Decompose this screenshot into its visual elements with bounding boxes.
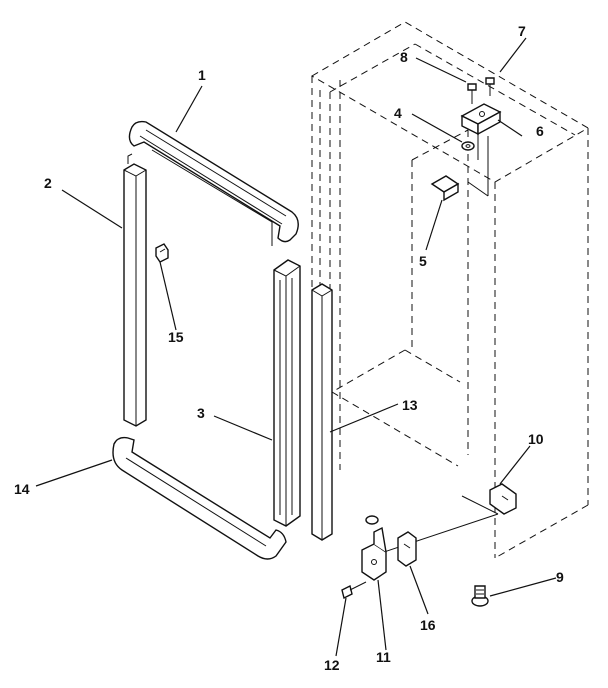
bottom-hinge-washer (365, 515, 379, 525)
part-label-2: 2 (44, 175, 52, 191)
hinge-guide-line (467, 181, 489, 197)
part-label-9: 9 (556, 569, 564, 585)
part-label-14: 14 (14, 481, 30, 497)
right-door-trim (273, 259, 301, 527)
part-label-10: 10 (528, 431, 544, 447)
cabinet-bracket (430, 175, 460, 202)
bottom-hinge-bracket (489, 483, 517, 515)
door-clip (155, 243, 169, 263)
hinge-axis-line (371, 513, 499, 557)
door-panel-edge (151, 149, 273, 246)
hinge-screws-top (467, 77, 495, 104)
part-label-12: 12 (324, 657, 340, 673)
leveling-leg (471, 585, 489, 607)
leader-lines (35, 37, 557, 657)
part-label-3: 3 (197, 405, 205, 421)
part-label-5: 5 (419, 253, 427, 269)
hinge-washer-hole (465, 144, 471, 148)
part-label-15: 15 (168, 329, 184, 345)
part-label-11: 11 (376, 649, 391, 665)
part-label-13: 13 (402, 397, 418, 413)
hinge-spacer-bracket (397, 531, 417, 567)
bottom-hinge (361, 526, 387, 581)
bottom-door-trim (112, 436, 287, 560)
part-label-1: 1 (198, 67, 206, 83)
door-gasket-strip (311, 283, 333, 541)
part-label-6: 6 (536, 123, 544, 139)
part-label-4: 4 (394, 105, 402, 121)
left-door-trim (123, 153, 147, 427)
hinge-align-line (461, 495, 499, 515)
hinge-washer (461, 141, 475, 151)
part-label-7: 7 (518, 23, 526, 39)
hinge-screw-bottom (341, 581, 367, 600)
part-label-16: 16 (420, 617, 436, 633)
part-label-8: 8 (400, 49, 408, 65)
top-door-trim (128, 120, 299, 243)
cabinet-outline (311, 21, 589, 559)
